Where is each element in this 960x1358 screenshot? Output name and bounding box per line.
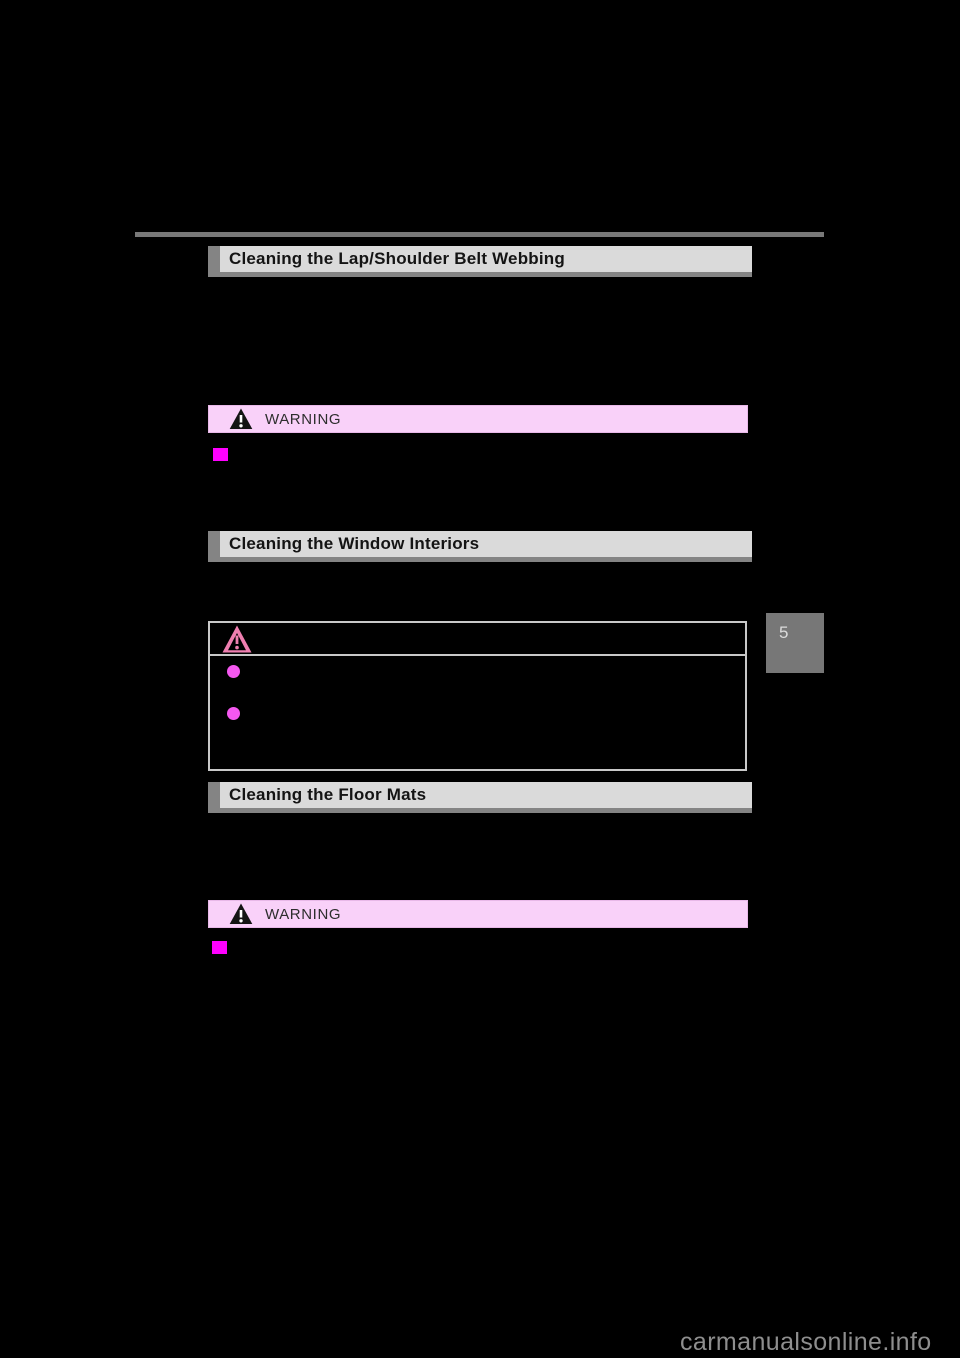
square-bullet-icon xyxy=(212,941,227,954)
section-title: Cleaning the Floor Mats xyxy=(229,785,427,804)
warning-triangle-icon xyxy=(229,408,253,429)
round-bullet-icon xyxy=(227,665,240,678)
notice-triangle-icon xyxy=(222,625,252,652)
section-title: Cleaning the Window Interiors xyxy=(229,534,480,553)
section-header-bar: Cleaning the Window Interiors xyxy=(220,531,752,557)
chapter-number: 5 xyxy=(779,623,789,642)
round-bullet-icon xyxy=(227,707,240,720)
warning-triangle-icon xyxy=(229,903,253,924)
warning-banner-2: WARNING xyxy=(208,900,748,928)
warning-label: WARNING xyxy=(265,905,342,923)
section-header-belt-webbing: Cleaning the Lap/Shoulder Belt Webbing xyxy=(208,246,752,277)
section-header-bar: Cleaning the Floor Mats xyxy=(220,782,752,808)
section-title: Cleaning the Lap/Shoulder Belt Webbing xyxy=(229,249,565,268)
section-header-floor-mats: Cleaning the Floor Mats xyxy=(208,782,752,813)
top-divider-rule xyxy=(135,232,824,237)
section-header-window-interiors: Cleaning the Window Interiors xyxy=(208,531,752,562)
chapter-number-tab: 5 xyxy=(766,613,824,673)
notice-box-header xyxy=(210,623,745,656)
notice-box xyxy=(208,621,747,771)
section-header-bar: Cleaning the Lap/Shoulder Belt Webbing xyxy=(220,246,752,272)
square-bullet-icon xyxy=(213,448,228,461)
warning-banner-1: WARNING xyxy=(208,405,748,433)
warning-label: WARNING xyxy=(265,410,342,428)
watermark: carmanualsonline.info xyxy=(680,1328,932,1356)
